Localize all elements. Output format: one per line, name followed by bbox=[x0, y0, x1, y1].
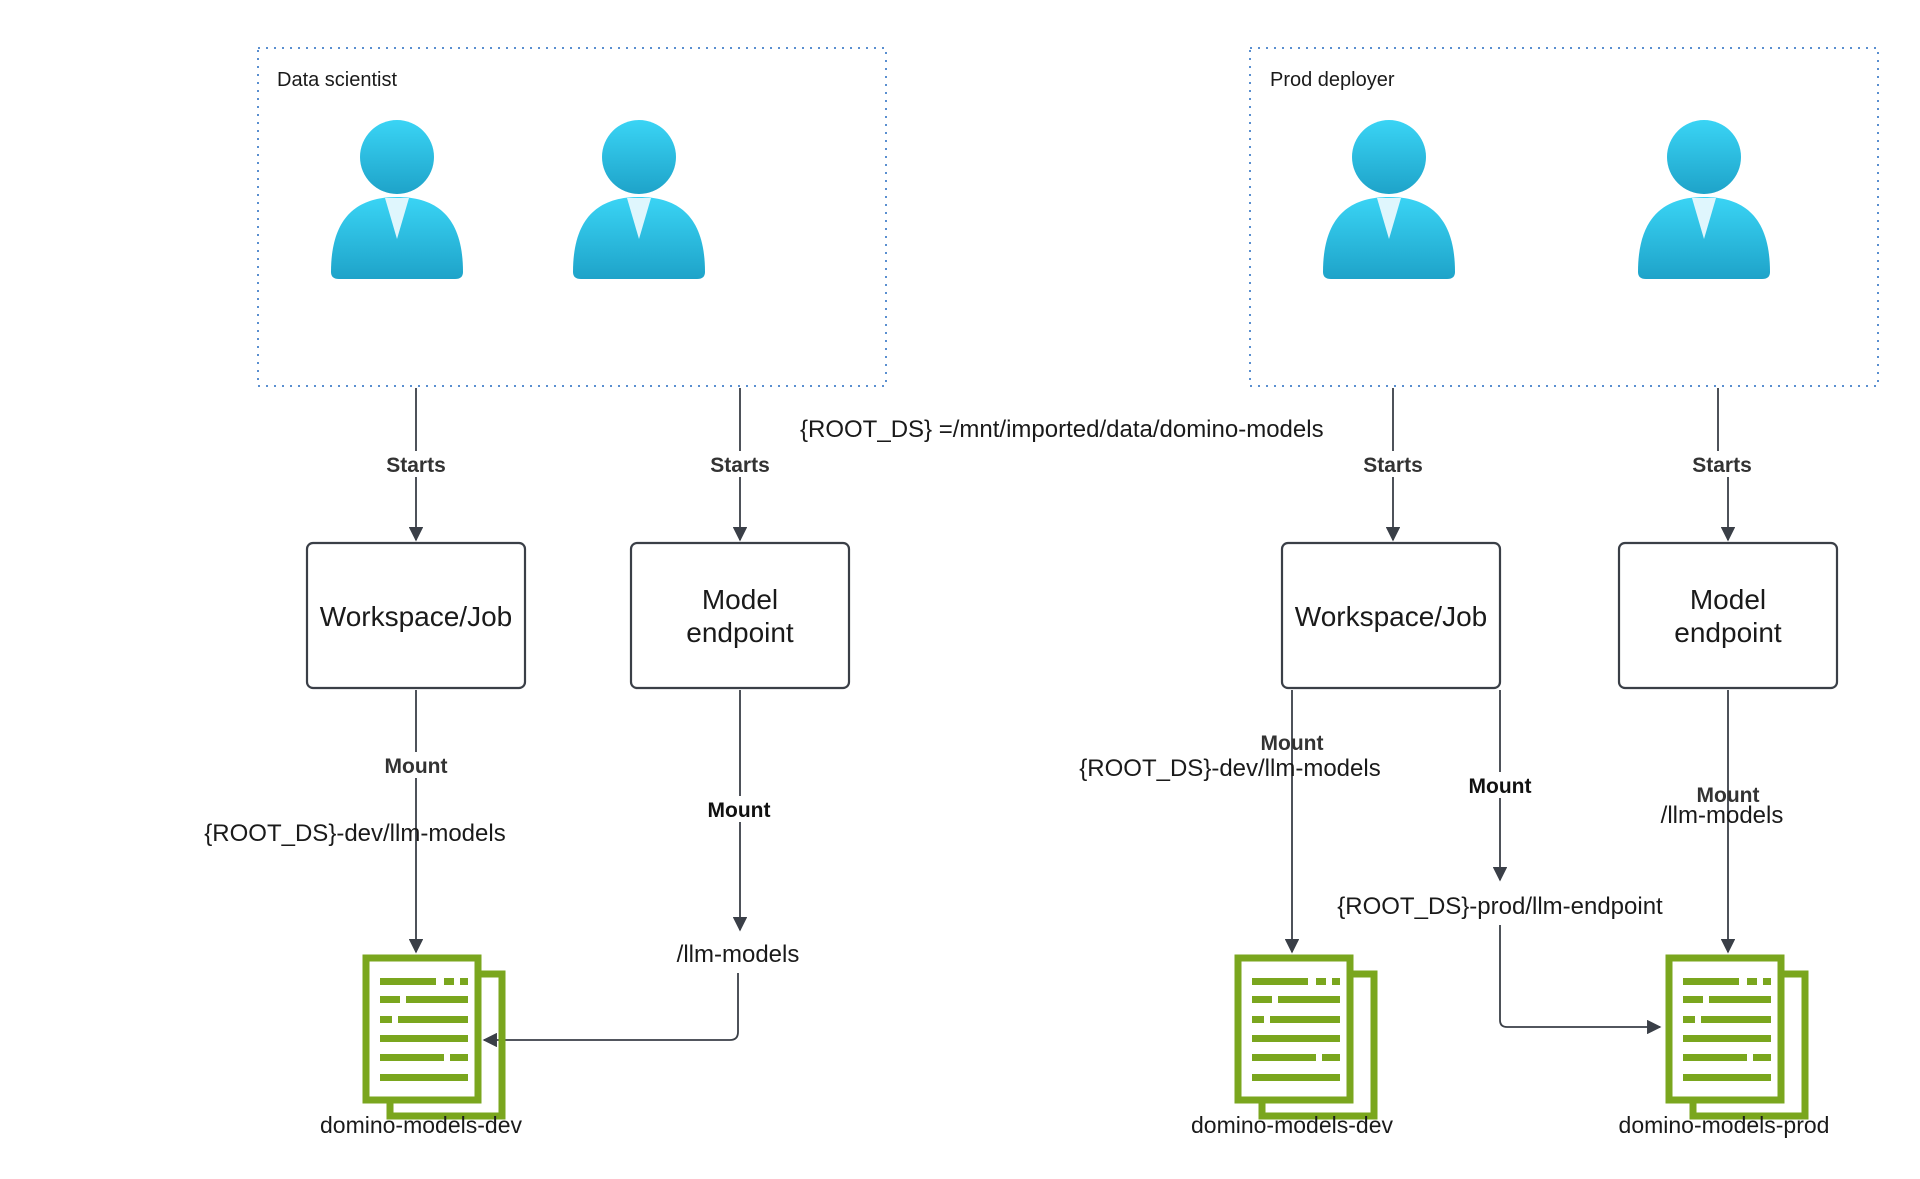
prod-deployer-group bbox=[1249, 47, 1879, 387]
data-scientist-title: Data scientist bbox=[277, 69, 397, 91]
mount-edge-right-ws-b-to-prod bbox=[1499, 925, 1662, 1035]
mount-path-right-ws-b: {ROOT_DS}-prod/llm-endpoint bbox=[1337, 893, 1663, 920]
dataset-label-right-prod: domino-models-prod bbox=[1619, 1112, 1830, 1138]
dataset-label-left-dev: domino-models-dev bbox=[320, 1112, 522, 1138]
right-model-endpoint-label-1: Model bbox=[1690, 584, 1766, 615]
user-icon bbox=[573, 120, 705, 279]
starts-label-3: Starts bbox=[1363, 454, 1423, 477]
user-icon bbox=[331, 120, 463, 279]
dataset-document-icon bbox=[1669, 958, 1805, 1116]
starts-label-1: Starts bbox=[386, 454, 446, 477]
starts-label-2: Starts bbox=[710, 454, 770, 477]
mount-path-left-ws: {ROOT_DS}-dev/llm-models bbox=[204, 820, 505, 847]
left-workspace-job-box bbox=[305, 541, 527, 690]
user-icon bbox=[1323, 120, 1455, 279]
right-model-endpoint-box bbox=[1617, 541, 1839, 690]
dataset-document-icon bbox=[1238, 958, 1374, 1116]
data-scientist-group bbox=[257, 47, 887, 387]
mount-label-right-ep: Mount bbox=[1697, 784, 1760, 807]
left-model-endpoint-label-2: endpoint bbox=[686, 617, 794, 648]
right-workspace-job-label: Workspace/Job bbox=[1295, 601, 1487, 632]
user-icon bbox=[1638, 120, 1770, 279]
mount-path-right-ws-a: {ROOT_DS}-dev/llm-models bbox=[1079, 755, 1380, 782]
prod-deployer-title: Prod deployer bbox=[1270, 69, 1395, 91]
dataset-label-right-dev: domino-models-dev bbox=[1191, 1112, 1393, 1138]
left-workspace-job-label: Workspace/Job bbox=[320, 601, 512, 632]
left-model-endpoint-label-1: Model bbox=[702, 584, 778, 615]
left-model-endpoint-box bbox=[629, 541, 851, 690]
root-ds-definition: {ROOT_DS} =/mnt/imported/data/domino-mod… bbox=[800, 416, 1324, 443]
right-model-endpoint-label-2: endpoint bbox=[1674, 617, 1782, 648]
mount-path-left-ep: /llm-models bbox=[677, 941, 800, 968]
mount-edge-left-ep-to-dev bbox=[482, 973, 739, 1048]
mount-label-left-ep: Mount bbox=[708, 799, 771, 822]
mount-path-right-ep: /llm-models bbox=[1661, 802, 1784, 829]
mount-label-left-ws: Mount bbox=[385, 755, 448, 778]
right-workspace-job-box bbox=[1280, 541, 1502, 690]
mount-label-right-ws-b: Mount bbox=[1469, 775, 1532, 798]
mount-label-right-ws-a: Mount bbox=[1261, 732, 1324, 755]
dataset-document-icon bbox=[366, 958, 502, 1116]
starts-label-4: Starts bbox=[1692, 454, 1752, 477]
